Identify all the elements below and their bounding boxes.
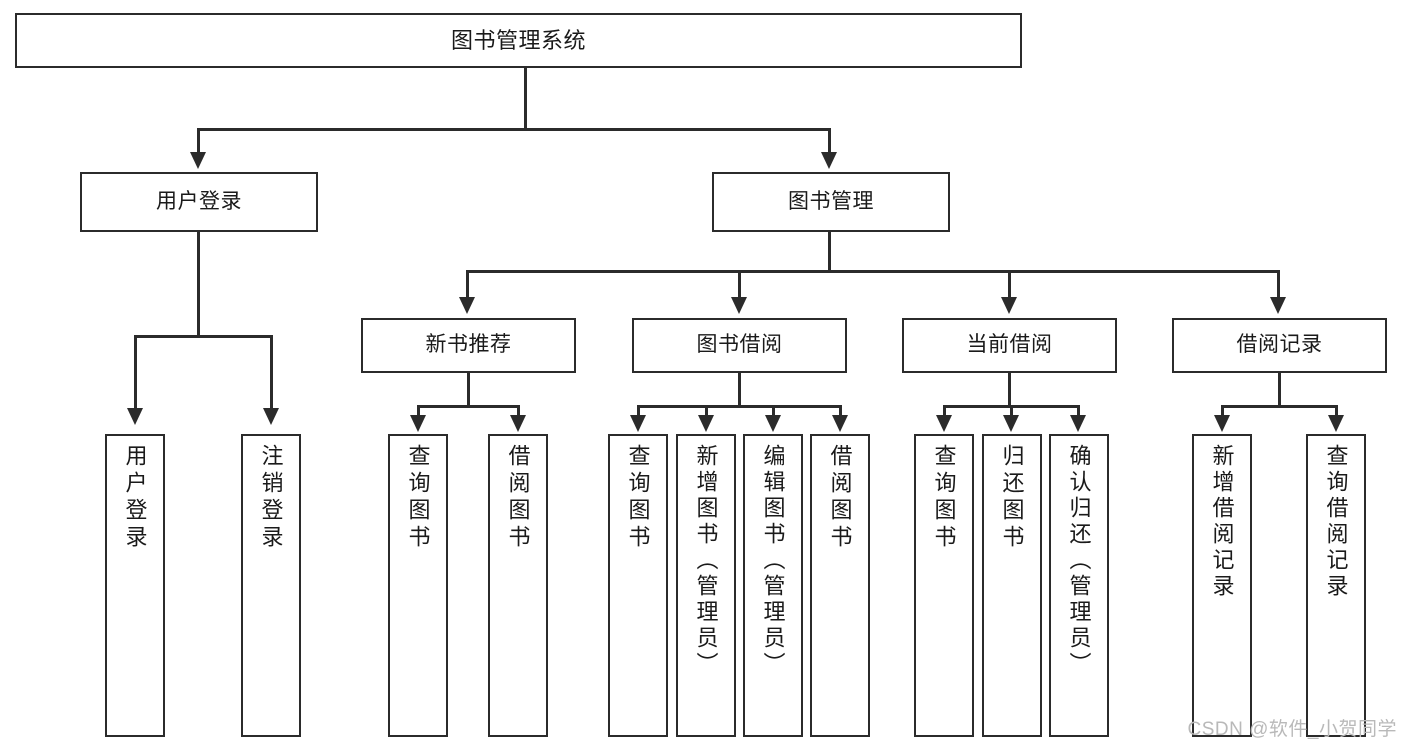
- arrowhead-bb-leaf-3: [765, 415, 781, 432]
- node-label: 借阅图书: [827, 444, 853, 552]
- edge-root-bus: [197, 128, 830, 131]
- edge-book-management-bus: [466, 270, 1280, 273]
- arrowhead-br-leaf-2: [1328, 415, 1344, 432]
- edge-bb-stem: [738, 373, 741, 407]
- node-label: 新增借阅记录: [1209, 444, 1235, 600]
- leaf-bb-add-book-admin[interactable]: 新增图书（管理员）: [676, 434, 736, 737]
- edge-nbr-drop-1: [417, 405, 420, 419]
- edge-bm-drop-book-borrow: [738, 270, 741, 300]
- edge-root-stem: [524, 68, 527, 130]
- edge-user-login-drop-2: [270, 335, 273, 411]
- arrowhead-book-borrow: [731, 297, 747, 314]
- arrowhead-br-leaf-1: [1214, 415, 1230, 432]
- arrowhead-bb-leaf-1: [630, 415, 646, 432]
- arrowhead-new-book-recommend: [459, 297, 475, 314]
- node-label: 图书借阅: [696, 333, 783, 357]
- node-label: 查询借阅记录: [1323, 444, 1349, 600]
- edge-bm-drop-new-book: [466, 270, 469, 300]
- leaf-bb-query-books[interactable]: 查询图书: [608, 434, 668, 737]
- arrowhead-nbr-leaf-1: [410, 415, 426, 432]
- arrowhead-cb-leaf-3: [1070, 415, 1086, 432]
- edge-nbr-bus: [417, 405, 520, 408]
- edge-br-bus: [1221, 405, 1338, 408]
- leaf-cb-query-books[interactable]: 查询图书: [914, 434, 974, 737]
- node-label: 当前借阅: [966, 333, 1053, 357]
- arrowhead-cb-leaf-2: [1003, 415, 1019, 432]
- edge-bm-drop-current-borrow: [1008, 270, 1011, 300]
- arrowhead-borrow-records: [1270, 297, 1286, 314]
- arrowhead-bb-leaf-2: [698, 415, 714, 432]
- edge-user-login-bus: [134, 335, 273, 338]
- node-user-login[interactable]: 用户登录: [80, 172, 318, 232]
- edge-user-login-drop-1: [134, 335, 137, 411]
- node-label: 新书推荐: [425, 333, 512, 357]
- edge-root-to-book-management: [828, 128, 831, 155]
- edge-nbr-drop-2: [517, 405, 520, 419]
- node-label: 查询图书: [625, 444, 651, 552]
- leaf-nbr-query-books[interactable]: 查询图书: [388, 434, 448, 737]
- edge-root-to-user-login: [197, 128, 200, 155]
- node-label: 归还图书: [999, 444, 1025, 552]
- watermark: CSDN @软件_小贺同学: [1187, 719, 1397, 740]
- node-label: 借阅图书: [505, 444, 531, 552]
- node-label: 新增图书（管理员）: [693, 444, 719, 678]
- arrowhead-nbr-leaf-2: [510, 415, 526, 432]
- edge-book-management-stem: [828, 232, 831, 272]
- node-label: 确认归还（管理员）: [1066, 444, 1092, 678]
- edge-bm-drop-borrow-records: [1277, 270, 1280, 300]
- edge-user-login-stem: [197, 232, 200, 337]
- arrowhead-current-borrow: [1001, 297, 1017, 314]
- node-label: 图书管理系统: [450, 27, 586, 53]
- node-borrow-records[interactable]: 借阅记录: [1172, 318, 1387, 373]
- arrowhead-leaf-user-login: [127, 408, 143, 425]
- edge-br-drop-1: [1221, 405, 1224, 419]
- edge-cb-drop-2: [1010, 405, 1013, 419]
- edge-cb-drop-1: [943, 405, 946, 419]
- node-book-borrow[interactable]: 图书借阅: [632, 318, 847, 373]
- node-label: 借阅记录: [1236, 333, 1323, 357]
- leaf-user-login[interactable]: 用户登录: [105, 434, 165, 737]
- leaf-cb-confirm-return-admin[interactable]: 确认归还（管理员）: [1049, 434, 1109, 737]
- leaf-bb-borrow-books[interactable]: 借阅图书: [810, 434, 870, 737]
- edge-cb-drop-3: [1077, 405, 1080, 419]
- edge-br-drop-2: [1335, 405, 1338, 419]
- leaf-logout[interactable]: 注销登录: [241, 434, 301, 737]
- node-new-book-recommend[interactable]: 新书推荐: [361, 318, 576, 373]
- node-book-management[interactable]: 图书管理: [712, 172, 950, 232]
- node-label: 查询图书: [405, 444, 431, 552]
- node-label: 图书管理: [788, 189, 874, 213]
- edge-bb-bus: [637, 405, 842, 408]
- node-label: 用户登录: [122, 444, 148, 552]
- edge-bb-drop-1: [637, 405, 640, 419]
- node-book-management-system[interactable]: 图书管理系统: [15, 13, 1022, 68]
- node-label: 查询图书: [931, 444, 957, 552]
- arrowhead-leaf-logout: [263, 408, 279, 425]
- edge-cb-stem: [1008, 373, 1011, 407]
- leaf-bb-edit-book-admin[interactable]: 编辑图书（管理员）: [743, 434, 803, 737]
- node-label: 注销登录: [258, 444, 284, 552]
- leaf-cb-return-books[interactable]: 归还图书: [982, 434, 1042, 737]
- node-label: 编辑图书（管理员）: [760, 444, 786, 678]
- edge-bb-drop-3: [772, 405, 775, 419]
- node-current-borrow[interactable]: 当前借阅: [902, 318, 1117, 373]
- edge-bb-drop-4: [839, 405, 842, 419]
- leaf-br-query-record[interactable]: 查询借阅记录: [1306, 434, 1366, 737]
- arrowhead-cb-leaf-1: [936, 415, 952, 432]
- edge-nbr-stem: [467, 373, 470, 407]
- arrowhead-user-login: [190, 152, 206, 169]
- edge-br-stem: [1278, 373, 1281, 407]
- leaf-nbr-borrow-books[interactable]: 借阅图书: [488, 434, 548, 737]
- edge-bb-drop-2: [705, 405, 708, 419]
- arrowhead-book-management: [821, 152, 837, 169]
- leaf-br-add-record[interactable]: 新增借阅记录: [1192, 434, 1252, 737]
- node-label: 用户登录: [156, 189, 242, 213]
- arrowhead-bb-leaf-4: [832, 415, 848, 432]
